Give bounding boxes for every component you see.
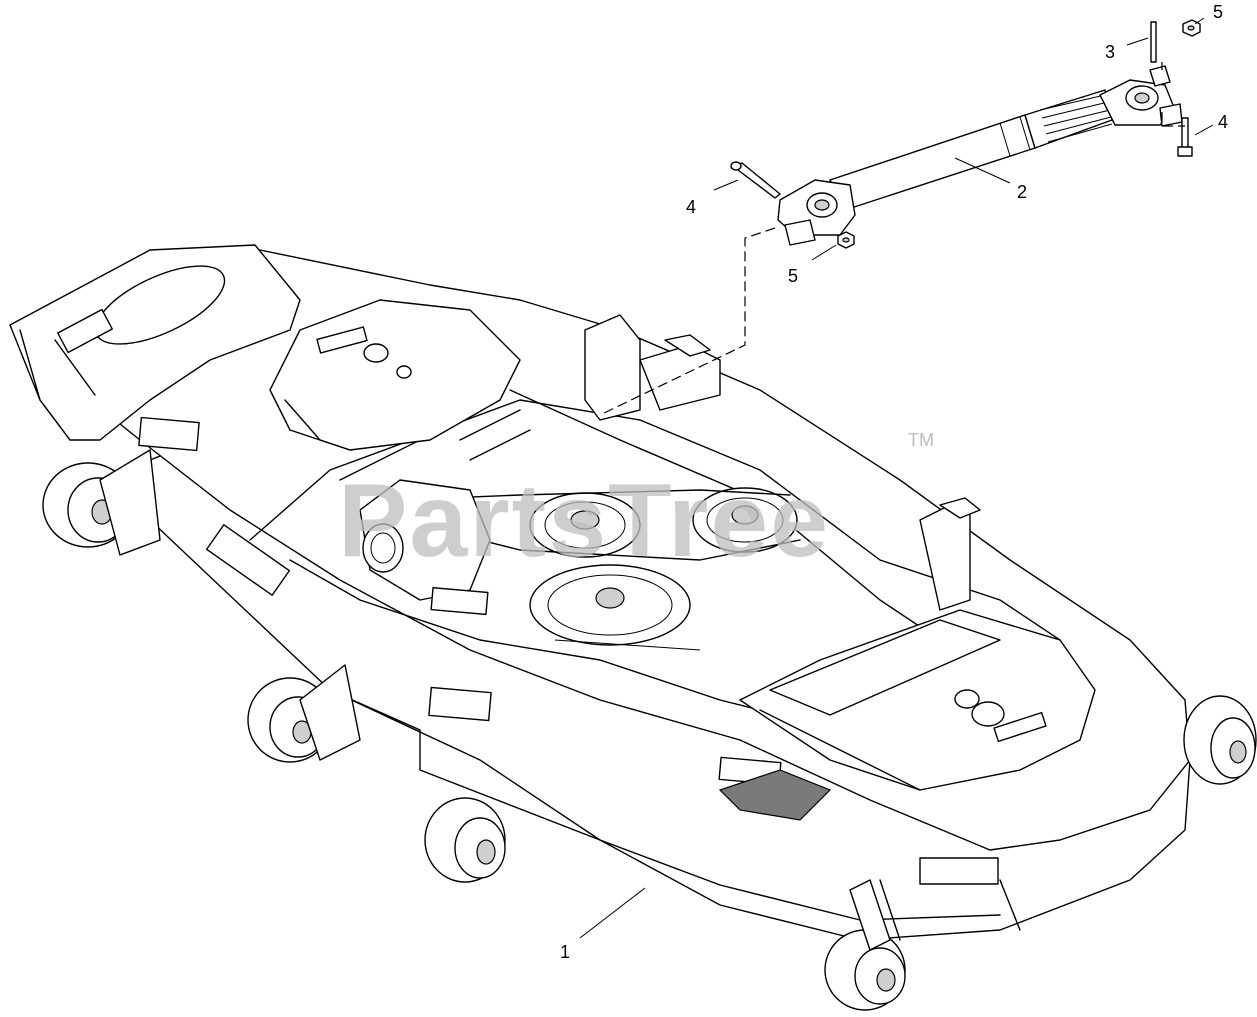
- drive-shaft: [777, 65, 1183, 246]
- callout-4-front: 4: [686, 197, 696, 217]
- callout-5-front: 5: [788, 266, 798, 286]
- callout-5-rear: 5: [1213, 2, 1223, 22]
- deck-wheel-front-right: [824, 879, 906, 1011]
- assembly-line-rear-bolt: [1161, 112, 1185, 127]
- callout-1: 1: [560, 942, 570, 962]
- assembly-line: [599, 227, 776, 416]
- leader-lines: [579, 17, 1214, 939]
- deck-wheel-rear-left: [42, 449, 161, 556]
- nut-front: [837, 231, 855, 249]
- callout-4-rear: 4: [1218, 112, 1228, 132]
- watermark-trademark: TM: [908, 430, 934, 450]
- callout-2: 2: [1017, 182, 1027, 202]
- callout-3: 3: [1105, 42, 1115, 62]
- watermark: PartsTree: [338, 463, 830, 579]
- deck-wheel-rear-right: [1183, 695, 1257, 785]
- bolt-rear: [1177, 117, 1193, 157]
- mower-deck: [9, 244, 1257, 1011]
- deck-wheel-front-center: [424, 797, 506, 883]
- bolt-front: [730, 161, 781, 199]
- deck-wheel-front-left: [247, 664, 361, 763]
- roll-pin: [1150, 21, 1157, 63]
